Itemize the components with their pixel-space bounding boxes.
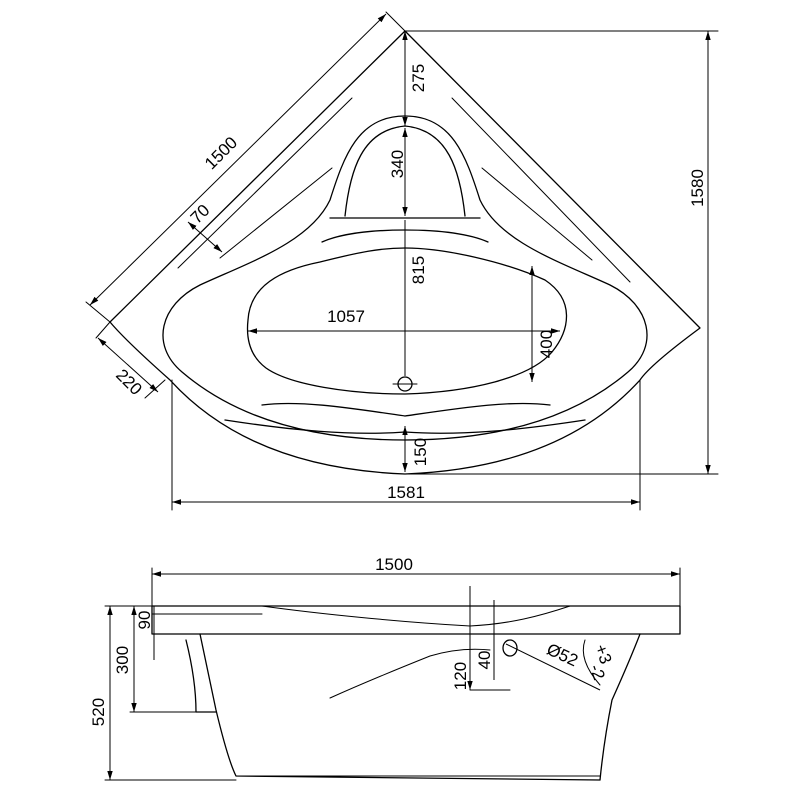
basin-floor: [246, 247, 568, 395]
rim-slope: [261, 605, 571, 627]
side-dim-length-label: 1500: [375, 555, 413, 574]
dim-front-rim-label: 150: [411, 438, 430, 466]
dim-diagonal-width-line: [89, 13, 387, 306]
dim-basin-depth-label: 815: [409, 256, 428, 284]
side-dim-overflow-offset-label: 40: [475, 651, 494, 670]
ext-line-diag-left: [85, 301, 111, 323]
tolerance-bracket: [582, 639, 601, 686]
side-dim-drain-leader: [505, 643, 601, 691]
side-dim-body-depth-label: 300: [113, 646, 132, 674]
dim-seat-depth-label: 340: [388, 150, 407, 178]
tub-inner-curve: [329, 648, 491, 699]
overflow-drain-icon: [502, 639, 518, 657]
dim-footwell-width-label: 400: [537, 330, 556, 358]
tub-support-leg: [185, 639, 217, 713]
ext-line-diag-top: [385, 11, 406, 32]
dim-rim-width-line: [187, 221, 223, 253]
side-dim-overflow-height-label: 120: [451, 662, 470, 690]
front-rim-wave: [261, 402, 551, 417]
ext-line-corner: [95, 321, 111, 339]
dim-corner-edge-line: [97, 337, 159, 393]
dim-back-to-seat-label: 275: [409, 64, 428, 92]
armrest-line-right-1: [451, 97, 631, 283]
tolerance-minus-label: -2: [586, 662, 609, 683]
tub-rim: [151, 605, 681, 635]
armrest-line-right-2: [481, 167, 593, 261]
drain-diameter-label: Ø52: [544, 640, 581, 671]
dim-diagonal-width-label: 1500: [201, 133, 241, 173]
armrest-line-left-2: [219, 167, 333, 259]
side-dim-rim-thickness-label: 90: [135, 611, 154, 630]
dim-basin-width-label: 1057: [327, 307, 365, 326]
dim-overall-width-label: 1581: [387, 483, 425, 502]
dim-overall-depth-label: 1580: [688, 169, 707, 207]
dim-corner-edge-label: 220: [112, 365, 145, 398]
side-view: 1500 90 300 520 120 40 Ø52 +3 -2: [89, 555, 681, 781]
armrest-line-left-1: [177, 97, 353, 269]
top-view: 1500 1580 1581 1057 400 275 340 815 150 …: [85, 11, 719, 511]
tub-body: [199, 633, 641, 781]
side-dim-total-height-label: 520: [89, 698, 108, 726]
